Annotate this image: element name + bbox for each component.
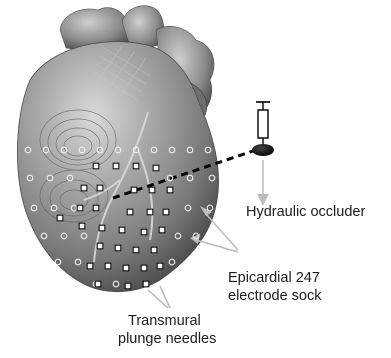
- plunge-needle-17: [119, 227, 125, 233]
- plunge-needle-9: [77, 205, 83, 211]
- label-sock-line1: Epicardial 247: [228, 270, 320, 286]
- plunge-needle-8: [167, 187, 173, 193]
- plunge-needle-16: [99, 225, 105, 231]
- plunge-needle-23: [151, 247, 157, 253]
- plunge-needle-13: [163, 209, 169, 215]
- plunge-needle-30: [125, 283, 131, 289]
- plunge-needle-10: [93, 205, 99, 211]
- plunge-needle-11: [127, 209, 133, 215]
- plunge-needle-14: [57, 215, 63, 221]
- plunge-needle-0: [93, 163, 99, 169]
- plunge-needle-12: [147, 209, 153, 215]
- plunge-needle-5: [97, 185, 103, 191]
- label-sock-line2: electrode sock: [228, 288, 322, 304]
- plunge-needle-22: [133, 247, 139, 253]
- needles-leader-1: [148, 290, 168, 308]
- plunge-needle-21: [115, 245, 121, 251]
- plunge-needle-2: [133, 163, 139, 169]
- plunge-needle-19: [159, 227, 165, 233]
- label-hydraulic-occluder: Hydraulic occluder: [246, 204, 365, 220]
- label-needles-line2: plunge needles: [118, 331, 216, 347]
- plunge-needle-27: [141, 265, 147, 271]
- plunge-needle-31: [143, 281, 149, 287]
- plunge-needle-25: [105, 263, 111, 269]
- plunge-needle-29: [95, 281, 101, 287]
- plunge-needle-20: [97, 243, 103, 249]
- plunge-needle-15: [79, 223, 85, 229]
- plunge-needle-26: [123, 265, 129, 271]
- plunge-needle-24: [87, 263, 93, 269]
- sock-electrode-30: [73, 281, 79, 287]
- plunge-needle-18: [141, 229, 147, 235]
- plunge-needle-7: [149, 187, 155, 193]
- plunge-needle-1: [113, 163, 119, 169]
- plunge-needle-4: [81, 185, 87, 191]
- plunge-needle-3: [153, 165, 159, 171]
- plunge-needle-6: [131, 187, 137, 193]
- plunge-needle-28: [157, 263, 163, 269]
- hydraulic-occluder-icon: [252, 102, 274, 156]
- label-needles-line1: Transmural: [128, 313, 201, 329]
